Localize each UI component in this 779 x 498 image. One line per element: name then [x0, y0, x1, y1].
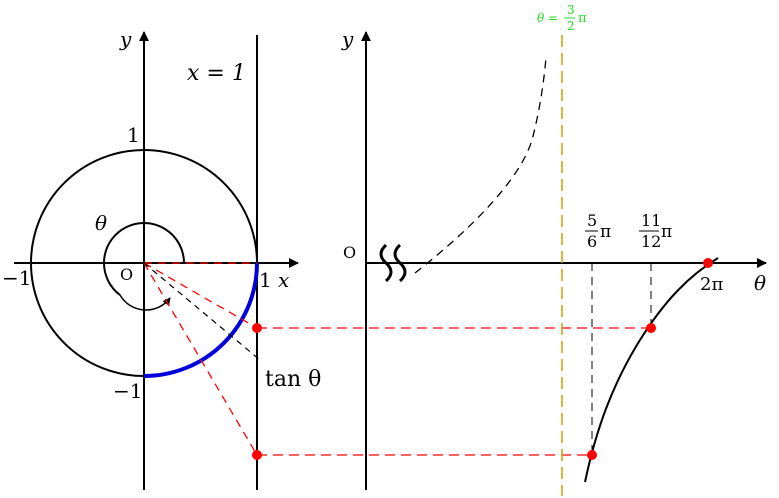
angle-inner-arc — [119, 294, 171, 311]
label-minus-one-left: −1 — [2, 266, 31, 290]
tan-branch-dashed — [414, 57, 547, 274]
label-origin-left: O — [120, 265, 133, 284]
tick-11-12-num: 11 — [641, 211, 661, 230]
tan-branch-solid — [584, 257, 719, 483]
tick-5-6-den: 6 — [587, 232, 597, 251]
tangent-graph-panel: y O θ 2π θ = 3 2 π 5 6 π 11 12 π — [341, 3, 767, 496]
asymptote-num: 3 — [567, 3, 575, 17]
left-y-label: y — [119, 27, 132, 51]
label-tan-theta: tan θ — [265, 367, 321, 392]
tan-pointer — [143, 262, 261, 361]
unit-circle-panel: y x = 1 1 θ −1 O 1 x −1 tan θ — [2, 27, 321, 490]
asymptote-pi: π — [578, 11, 587, 26]
label-one-right: 1 — [259, 268, 272, 292]
asymptote-lhs: θ = — [537, 11, 558, 25]
point-b-right — [587, 450, 597, 460]
tick-5-6-num: 5 — [587, 211, 597, 230]
fourth-quadrant-arc — [143, 262, 259, 378]
right-y-label: y — [341, 27, 354, 51]
tick-11-12-pi: π — [661, 222, 672, 242]
left-x-label: x — [278, 268, 289, 292]
angle-theta-arc — [103, 222, 185, 296]
line-x-equals-1-label: x = 1 — [187, 61, 246, 86]
label-minus-one-bottom: −1 — [113, 379, 142, 403]
label-theta: θ — [95, 211, 107, 235]
axis-break-mark — [379, 243, 407, 283]
label-2pi: 2π — [700, 274, 723, 295]
right-theta-label: θ — [754, 271, 766, 295]
point-2pi — [703, 258, 713, 268]
asymptote-label: θ = 3 2 π — [537, 3, 587, 33]
asymptote-den: 2 — [567, 19, 575, 33]
ray-to-point-a — [143, 262, 258, 329]
tick-11-12-den: 12 — [641, 232, 661, 251]
tick-11-12-pi-label: 11 12 π — [639, 211, 672, 251]
tick-5-6-pi: π — [600, 222, 611, 242]
label-one-top: 1 — [127, 123, 140, 147]
ray-to-point-b — [143, 262, 258, 456]
tick-5-6-pi-label: 5 6 π — [585, 211, 611, 251]
label-origin-right: O — [343, 243, 356, 262]
point-a-right — [646, 323, 656, 333]
